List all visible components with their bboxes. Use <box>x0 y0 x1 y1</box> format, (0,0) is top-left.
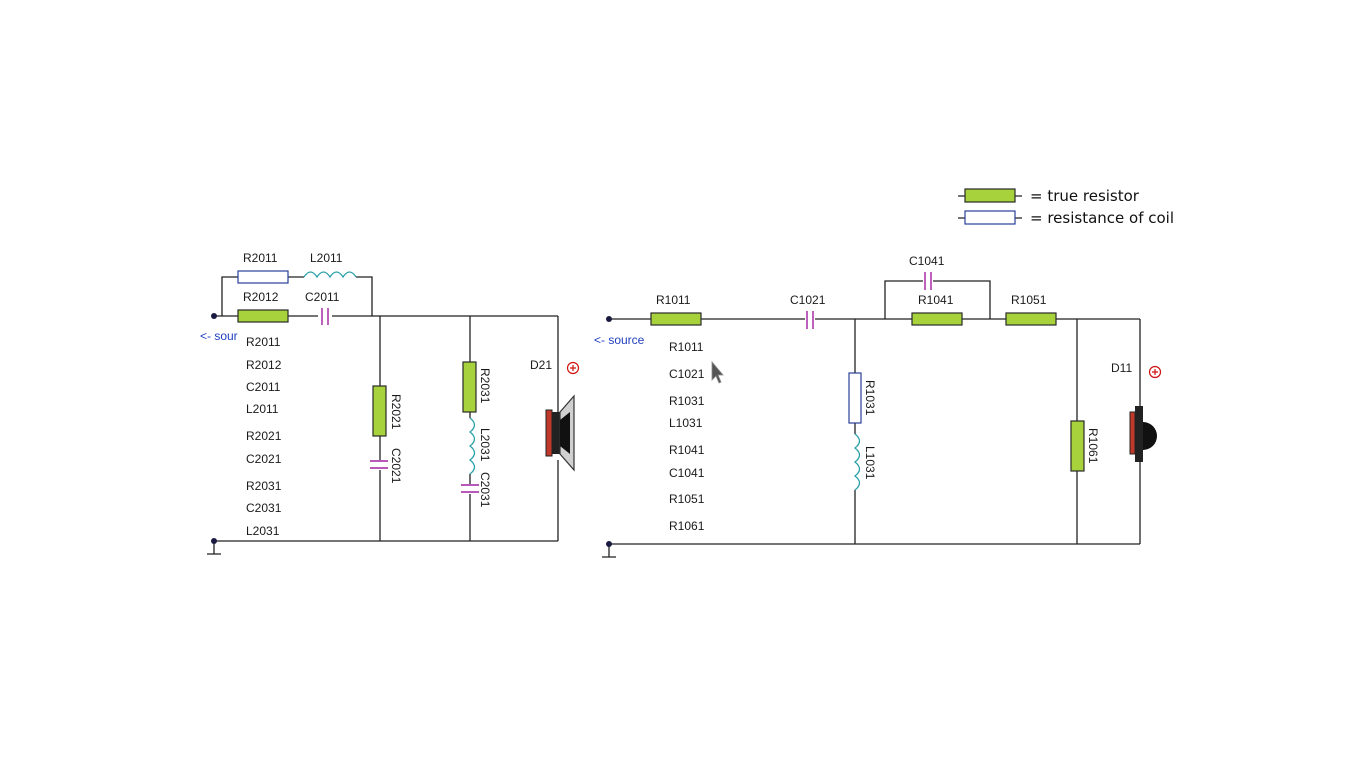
resistor-r2031[interactable] <box>462 361 477 413</box>
label-l1031: L1031 <box>863 446 877 480</box>
source-label-left: <- sour <box>200 329 238 343</box>
list-item: R2011 <box>246 335 281 349</box>
list-item: R1041 <box>669 443 705 457</box>
source-label-right: <- source <box>594 333 645 347</box>
speaker-d11-icon[interactable] <box>1129 406 1157 462</box>
resistor-r1031[interactable] <box>848 372 862 424</box>
label-r2012: R2012 <box>243 290 279 304</box>
left-circuit: R2011 L2011 R2012 C2011 <- sour R2021 C2… <box>200 251 580 555</box>
label-r1011: R1011 <box>656 293 691 307</box>
right-circuit: R1011 C1021 C1041 R1041 R1051 <- source … <box>594 254 1162 558</box>
capacitor-c2031[interactable] <box>461 484 479 493</box>
list-item: R2012 <box>246 358 282 372</box>
inductor-l2031[interactable] <box>468 417 476 475</box>
label-r2021: R2021 <box>389 394 403 430</box>
resistor-r2011[interactable] <box>237 270 289 284</box>
label-d11: D11 <box>1111 361 1132 375</box>
label-r2031: R2031 <box>478 368 492 404</box>
label-c1041: C1041 <box>909 254 945 268</box>
label-l2011: L2011 <box>310 251 343 265</box>
resistor-r1051[interactable] <box>1005 312 1057 326</box>
label-r1051: R1051 <box>1011 293 1047 307</box>
capacitor-c1041[interactable] <box>924 272 932 290</box>
resistor-r2021[interactable] <box>372 385 387 437</box>
label-c2021: C2021 <box>389 448 403 484</box>
capacitor-c2011[interactable] <box>321 308 329 325</box>
inductor-l1031[interactable] <box>853 433 861 491</box>
parts-list-right: R1011 C1021 R1031 L1031 R1041 C1041 R105… <box>669 340 705 533</box>
legend-coil-resistance-label: = resistance of coil <box>1030 209 1174 227</box>
list-item: C2021 <box>246 452 282 466</box>
list-item: R1051 <box>669 492 705 506</box>
label-r1031: R1031 <box>863 380 877 416</box>
list-item: L2011 <box>246 402 279 416</box>
legend: = true resistor = resistance of coil <box>958 187 1174 227</box>
speaker-d21-icon[interactable] <box>545 394 575 472</box>
capacitor-c1021[interactable] <box>806 311 814 329</box>
list-item: C2011 <box>246 380 281 394</box>
list-item: R1061 <box>669 519 705 533</box>
label-r1061: R1061 <box>1086 428 1100 464</box>
list-item: C2031 <box>246 501 282 515</box>
legend-coil-resistance-symbol <box>964 210 1016 225</box>
resistor-r1011[interactable] <box>650 312 702 326</box>
list-item: L1031 <box>669 416 703 430</box>
label-r2011: R2011 <box>243 251 278 265</box>
label-c1021: C1021 <box>790 293 826 307</box>
legend-true-resistor-label: = true resistor <box>1030 187 1140 205</box>
polarity-plus-icon <box>566 361 580 375</box>
mouse-cursor-icon <box>711 360 724 384</box>
list-item: L2031 <box>246 524 280 538</box>
list-item: R2031 <box>246 479 282 493</box>
legend-true-resistor-symbol <box>964 188 1016 203</box>
list-item: R2021 <box>246 429 282 443</box>
resistor-r1061[interactable] <box>1070 420 1085 472</box>
list-item: R1011 <box>669 340 704 354</box>
inductor-l2011[interactable] <box>303 271 357 279</box>
label-c2031: C2031 <box>478 472 492 508</box>
label-r1041: R1041 <box>918 293 954 307</box>
list-item: C1021 <box>669 367 705 381</box>
capacitor-c2021[interactable] <box>370 460 388 469</box>
resistor-r2012[interactable] <box>237 309 289 323</box>
polarity-plus-icon <box>1148 365 1162 379</box>
parts-list-left: R2011 R2012 C2011 L2011 R2021 C2021 R203… <box>246 335 282 538</box>
label-l2031: L2031 <box>478 428 492 462</box>
resistor-r1041[interactable] <box>911 312 963 326</box>
list-item: C1041 <box>669 466 705 480</box>
list-item: R1031 <box>669 394 705 408</box>
label-c2011: C2011 <box>305 290 340 304</box>
label-d21: D21 <box>530 358 552 372</box>
